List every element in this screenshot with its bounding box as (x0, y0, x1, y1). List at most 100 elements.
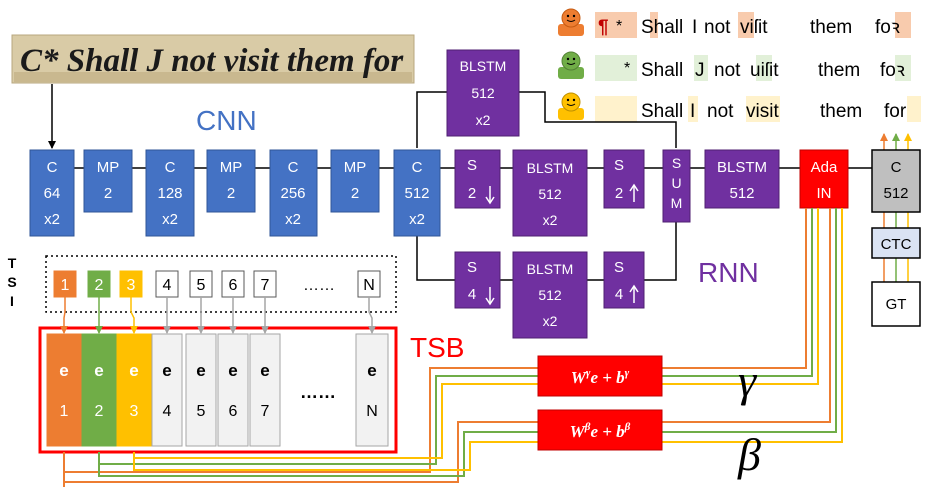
cnn-block-maxpool-1: MP 2 (83, 149, 133, 213)
svg-text:CTC: CTC (881, 236, 912, 253)
legend-row-1: ¶ * Shall I not viſit them foꝛ (595, 12, 911, 38)
cnn-block-conv64: C 64 x2 (29, 149, 75, 237)
legend-3-w5: them (820, 101, 862, 122)
style-wires (63, 208, 843, 487)
tsi-slot-label: 3 (127, 277, 136, 294)
svg-text:M: M (671, 195, 683, 211)
tsb-embedding-label: e (59, 361, 68, 380)
tsb-column (355, 333, 389, 447)
legend-3-w6: for (884, 101, 907, 122)
output-branch-arrows (880, 133, 912, 282)
svg-text:x2: x2 (409, 211, 425, 228)
legend-3-w4: visit (746, 101, 779, 122)
rnn-bottom-blstm: BLSTM 512 x2 (512, 251, 588, 339)
rnn-sum: S U M (662, 149, 691, 223)
legend-3-w1: Shall (641, 101, 683, 122)
svg-text:GT: GT (886, 296, 907, 313)
legend-2-w2: J (695, 60, 705, 81)
svg-text:Ada: Ada (811, 159, 838, 176)
svg-text:x2: x2 (285, 211, 301, 228)
legend-2-w6: foꝛ (880, 60, 905, 81)
legend-3-w2: I (690, 101, 695, 122)
tsb-embedding-label: e (162, 361, 171, 380)
svg-text:4: 4 (615, 286, 623, 303)
svg-text:S: S (467, 157, 477, 174)
tsi-slot-label: N (363, 277, 375, 294)
tsb-embedding-label: …… (300, 382, 336, 402)
tsb-embedding-label: e (367, 361, 376, 380)
cnn-block-conv512: C 512 x2 (393, 149, 441, 237)
tsi-slot-label: 6 (229, 277, 238, 294)
svg-text:S: S (614, 259, 624, 276)
svg-text:512: 512 (729, 185, 754, 202)
svg-text:64: 64 (44, 185, 61, 202)
legend-1-w3: not (704, 17, 731, 38)
rnn-label: RNN (698, 257, 759, 288)
svg-text:IN: IN (817, 185, 832, 202)
legend-2-w5: them (818, 60, 860, 81)
svg-text:x2: x2 (44, 211, 60, 228)
svg-text:I: I (10, 293, 14, 309)
tsi-slot-label: 2 (95, 277, 104, 294)
svg-text:MP: MP (97, 159, 120, 176)
gamma-linear-block: Wγe + bγ (537, 355, 663, 397)
svg-text:S: S (7, 274, 16, 290)
legend-3-w3: not (707, 101, 734, 122)
tsb-index-label: 2 (95, 403, 104, 420)
adain-block: Ada IN (799, 149, 849, 209)
tsb-embedding-label: e (129, 361, 138, 380)
svg-text:256: 256 (280, 185, 305, 202)
tsb-column (46, 333, 82, 447)
beta-linear-block: Wβe + bβ (537, 409, 663, 451)
gamma-symbol: γ (738, 355, 758, 406)
cnn-block-maxpool-3: MP 2 (330, 149, 380, 213)
svg-text:2: 2 (468, 185, 476, 202)
svg-text:C: C (412, 159, 423, 176)
rnn-top-blstm: BLSTM 512 x2 (446, 49, 520, 137)
svg-text:x2: x2 (543, 313, 558, 329)
pipeline-connectors (74, 91, 872, 281)
tsb-column (151, 333, 183, 447)
svg-text:BLSTM: BLSTM (717, 159, 767, 176)
svg-text:Wγe + bγ: Wγe + bγ (571, 367, 630, 387)
legend-2-w1: Shall (641, 60, 683, 81)
svg-text:S: S (614, 157, 624, 174)
svg-text:x2: x2 (543, 212, 558, 228)
svg-text:C: C (288, 159, 299, 176)
legend-2-w4: uiſit (750, 60, 779, 81)
tsb-index-label: 5 (197, 403, 206, 420)
tsb-index-label: 4 (163, 403, 172, 420)
tsi-slot-label: 1 (61, 277, 70, 294)
svg-text:512: 512 (538, 186, 562, 202)
rnn-upsample-2: S 2 (603, 149, 645, 209)
svg-text:512: 512 (538, 287, 562, 303)
legend-1-star: * (616, 18, 622, 35)
rnn-upsample-4: S 4 (603, 251, 645, 309)
tsb-index-label: 7 (261, 403, 270, 420)
tsb-embedding-label: e (228, 361, 237, 380)
tsb-label: TSB (410, 332, 464, 363)
cnn-label: CNN (196, 105, 257, 136)
tsb-column (81, 333, 117, 447)
tsi-to-tsb-arrow (60, 297, 68, 334)
svg-text:512: 512 (471, 85, 495, 101)
sample-line-image: C* Shall J not visit them for (11, 34, 415, 84)
svg-text:x2: x2 (476, 112, 491, 128)
legend-1-w5: them (810, 17, 852, 38)
tsb-embedding-label: e (196, 361, 205, 380)
svg-text:MP: MP (220, 159, 243, 176)
tsb-column (249, 333, 281, 447)
svg-text:2: 2 (615, 185, 623, 202)
svg-text:Wβe + bβ: Wβe + bβ (570, 421, 631, 441)
legend-1-w6: foꝛ (875, 17, 900, 38)
svg-text:512: 512 (404, 185, 429, 202)
rnn-split-2: S 2 (454, 149, 501, 209)
rnn-mid-blstm: BLSTM 512 x2 (512, 149, 588, 237)
svg-text:BLSTM: BLSTM (527, 261, 574, 277)
tsb-index-label: 1 (60, 403, 69, 420)
conv512-output-block: C 512 (871, 149, 921, 213)
cnn-block-conv128: C 128 x2 (145, 149, 195, 237)
cnn-block-conv256: C 256 x2 (269, 149, 318, 237)
svg-text:4: 4 (468, 286, 476, 303)
